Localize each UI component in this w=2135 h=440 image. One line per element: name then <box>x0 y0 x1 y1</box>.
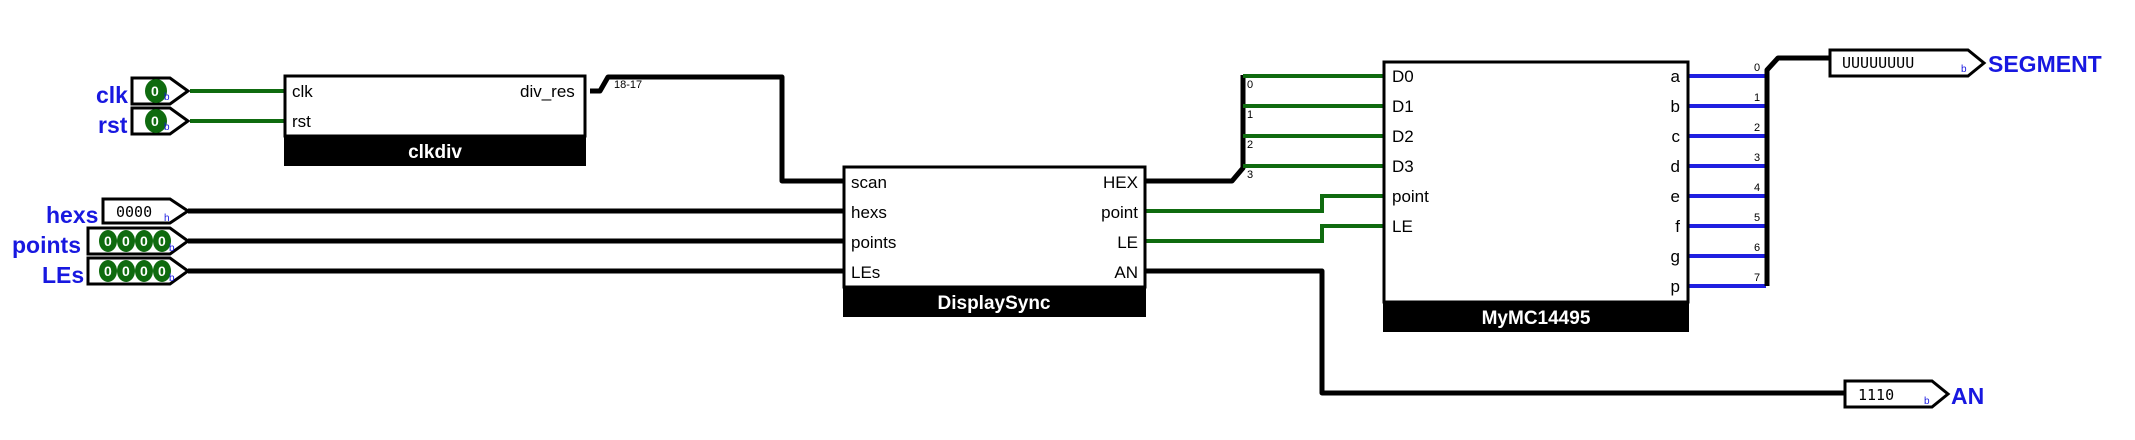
svg-text:3: 3 <box>1247 169 1253 181</box>
input-pin-hexs[interactable]: 0000 h <box>101 197 191 225</box>
svg-text:7: 7 <box>1754 272 1760 284</box>
displaysync-pin-scan: scan <box>851 173 887 192</box>
segment-merger-taps: 0 1 2 3 4 5 6 7 <box>1754 62 1760 284</box>
bus-div-res-to-scan <box>590 74 844 184</box>
svg-text:0: 0 <box>104 233 112 249</box>
clkdiv-pin-rst: rst <box>292 112 311 131</box>
svg-text:2: 2 <box>1247 139 1253 151</box>
svg-text:b: b <box>169 243 175 254</box>
svg-text:0: 0 <box>140 263 148 279</box>
wire-le <box>1145 224 1384 243</box>
segment-label: SEGMENT <box>1988 51 2102 77</box>
displaysync-pin-le: LE <box>1117 233 1138 252</box>
svg-text:h: h <box>164 213 170 224</box>
svg-text:b: b <box>1924 396 1930 407</box>
svg-text:b: b <box>164 92 170 103</box>
displaysync-pin-point: point <box>1101 203 1138 222</box>
displaysync-pin-an: AN <box>1114 263 1138 282</box>
clkdiv-pin-div-res: div_res <box>520 82 575 101</box>
mc14495-pin-point: point <box>1392 187 1429 206</box>
hexs-label: hexs <box>46 202 98 228</box>
clkdiv-title: clkdiv <box>408 142 462 163</box>
an-label: AN <box>1951 383 1984 409</box>
mc14495-pin-le: LE <box>1392 217 1413 236</box>
svg-text:2: 2 <box>1754 122 1760 134</box>
mc14495-block[interactable]: D0 D1 D2 D3 point LE a b c d e f g p MyM… <box>1382 60 1690 332</box>
rst-value: 0 <box>151 113 159 129</box>
hexs-value: 0000 <box>116 203 152 221</box>
output-pin-segment[interactable]: UUUUUUUU b <box>1828 48 1987 78</box>
bus-segment <box>1764 55 1830 286</box>
bus-hex <box>1145 75 1246 184</box>
mc14495-pin-d2: D2 <box>1392 127 1414 146</box>
svg-text:6: 6 <box>1754 242 1760 254</box>
mc14495-pin-g: g <box>1671 247 1680 266</box>
svg-text:0: 0 <box>140 233 148 249</box>
les-label: LEs <box>42 262 84 288</box>
mc14495-pin-d0: D0 <box>1392 67 1414 86</box>
svg-text:0: 0 <box>158 263 166 279</box>
input-pin-clk[interactable]: 0 b <box>130 76 191 106</box>
displaysync-pin-hexs: hexs <box>851 203 887 222</box>
an-value: 1110 <box>1858 386 1894 404</box>
points-label: points <box>12 232 81 258</box>
clk-label: clk <box>96 82 128 108</box>
mc14495-pin-p: p <box>1671 277 1680 296</box>
displaysync-title: DisplaySync <box>938 293 1051 314</box>
clkdiv-pin-clk: clk <box>292 82 313 101</box>
svg-text:0: 0 <box>104 263 112 279</box>
clkdiv-block[interactable]: clk rst div_res clkdiv <box>283 74 587 166</box>
wire-point <box>1145 194 1384 213</box>
svg-text:0: 0 <box>122 263 130 279</box>
svg-text:0: 0 <box>1247 79 1253 91</box>
div-res-tap-label: 18-17 <box>614 79 642 91</box>
mc14495-title: MyMC14495 <box>1482 308 1591 329</box>
input-pin-les[interactable]: 0 0 0 0 b <box>86 256 191 286</box>
output-pin-an[interactable]: 1110 b <box>1843 379 1951 409</box>
svg-text:3: 3 <box>1754 152 1760 164</box>
mc14495-pin-d1: D1 <box>1392 97 1414 116</box>
bus-an <box>1145 268 1845 396</box>
displaysync-block[interactable]: scan hexs points LEs HEX point LE AN Dis… <box>842 165 1147 317</box>
svg-text:b: b <box>169 273 175 284</box>
mc14495-pin-e: e <box>1671 187 1680 206</box>
svg-text:1: 1 <box>1247 109 1253 121</box>
rst-label: rst <box>98 112 128 138</box>
mc14495-pin-b: b <box>1671 97 1680 116</box>
svg-text:0: 0 <box>122 233 130 249</box>
svg-text:4: 4 <box>1754 182 1760 194</box>
svg-text:0: 0 <box>1754 62 1760 74</box>
clk-value: 0 <box>151 83 159 99</box>
input-pin-rst[interactable]: 0 b <box>130 106 191 136</box>
segment-value: UUUUUUUU <box>1842 54 1914 72</box>
svg-text:5: 5 <box>1754 212 1760 224</box>
mc14495-pin-a: a <box>1671 67 1681 86</box>
displaysync-pin-hex: HEX <box>1103 173 1138 192</box>
mc14495-pin-f: f <box>1675 217 1680 236</box>
svg-text:b: b <box>164 122 170 133</box>
mc14495-pin-d: d <box>1671 157 1680 176</box>
displaysync-pin-les: LEs <box>851 263 880 282</box>
svg-text:0: 0 <box>158 233 166 249</box>
svg-text:b: b <box>1961 64 1967 75</box>
svg-text:1: 1 <box>1754 92 1760 104</box>
input-pin-points[interactable]: 0 0 0 0 b <box>86 226 191 256</box>
displaysync-pin-points: points <box>851 233 896 252</box>
mc14495-pin-c: c <box>1672 127 1681 146</box>
mc14495-pin-d3: D3 <box>1392 157 1414 176</box>
hex-splitter-taps: 0 1 2 3 <box>1247 79 1253 181</box>
